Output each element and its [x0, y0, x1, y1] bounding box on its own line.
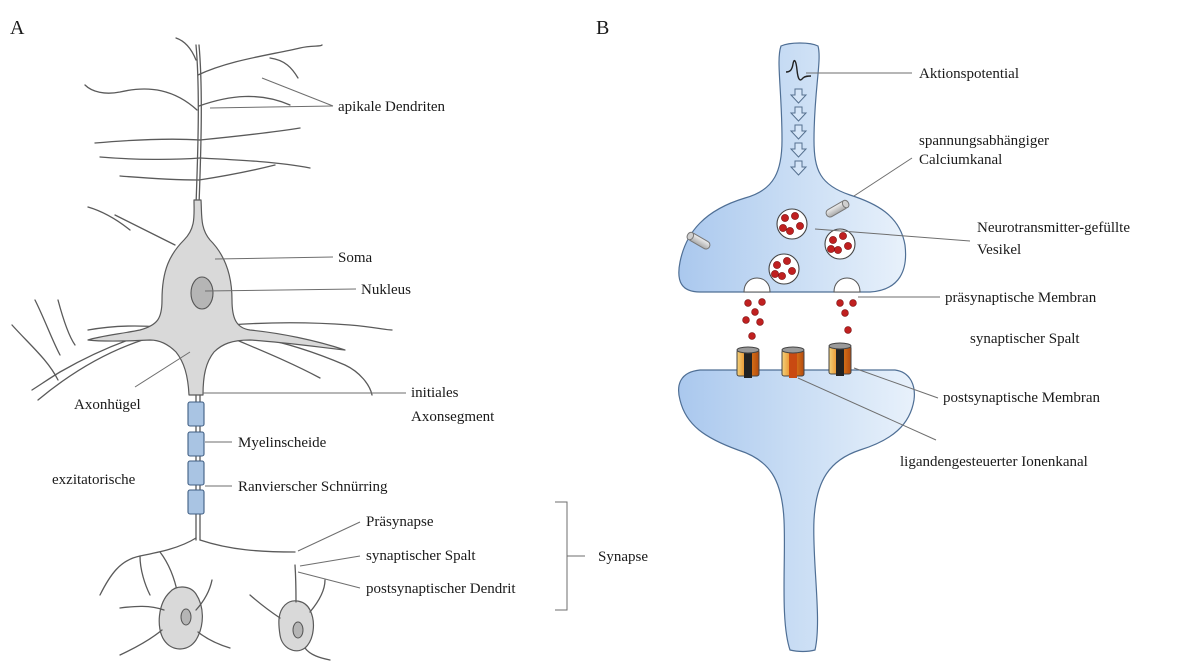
postsynaptic-terminal: [679, 370, 915, 652]
label-synaptic-cleft-b: synaptischer Spalt: [970, 331, 1080, 347]
label-synaptic-cleft-a: synaptischer Spalt: [366, 548, 476, 564]
label-myelin: Myelinscheide: [238, 435, 327, 451]
label-apical-dendrites: apikale Dendriten: [338, 99, 446, 115]
postsynaptic-neuron-left: [120, 580, 230, 655]
nucleus: [191, 277, 213, 309]
vesicle-3: [769, 254, 799, 284]
soma: [88, 200, 345, 395]
label-presynapse: Präsynapse: [366, 514, 434, 530]
labels-a: apikale Dendriten Soma Nukleus initiales…: [52, 99, 648, 597]
label-presynaptic-membrane: präsynaptische Membran: [945, 290, 1097, 306]
vesicle-1: [777, 209, 807, 239]
label-soma: Soma: [338, 250, 373, 266]
label-vesicle-1: Neurotransmitter-gefüllte: [977, 220, 1130, 236]
synapse-detail: [679, 43, 915, 652]
label-vesicle-2: Vesikel: [977, 242, 1021, 258]
label-ca-channel-2: Calciumkanal: [919, 152, 1002, 168]
label-axon-hillock: Axonhügel: [74, 397, 141, 413]
vesicle-2: [825, 229, 855, 259]
label-nucleus: Nukleus: [361, 282, 411, 298]
label-initial-segment-1: initiales: [411, 385, 459, 401]
label-ca-channel-1: spannungsabhängiger: [919, 133, 1049, 149]
panel-label-a: A: [10, 17, 25, 39]
label-excitatory: exzitatorische: [52, 472, 136, 488]
label-ion-channel: ligandengesteuerter Ionenkanal: [900, 454, 1088, 470]
released-neurotransmitters: [743, 299, 857, 340]
axon-terminals: [100, 538, 295, 595]
label-postsynaptic-dendrite: postsynaptischer Dendrit: [366, 581, 516, 597]
label-initial-segment-2: Axonsegment: [411, 409, 495, 425]
ion-channel-1: [737, 347, 759, 378]
apical-dendrites: [85, 38, 322, 245]
label-ranvier: Ranvierscher Schnürring: [238, 479, 388, 495]
ion-channel-3: [829, 343, 851, 376]
label-synapse: Synapse: [598, 549, 648, 565]
postsynaptic-neuron-right: [250, 565, 330, 660]
ion-channel-2: [782, 347, 804, 378]
labels-b: Aktionspotential spannungsabhängiger Cal…: [900, 66, 1130, 470]
label-action-potential: Aktionspotential: [919, 66, 1019, 82]
label-postsynaptic-membrane: postsynaptische Membran: [943, 390, 1101, 406]
panel-label-b: B: [596, 17, 609, 39]
pyramidal-neuron: [12, 38, 392, 660]
